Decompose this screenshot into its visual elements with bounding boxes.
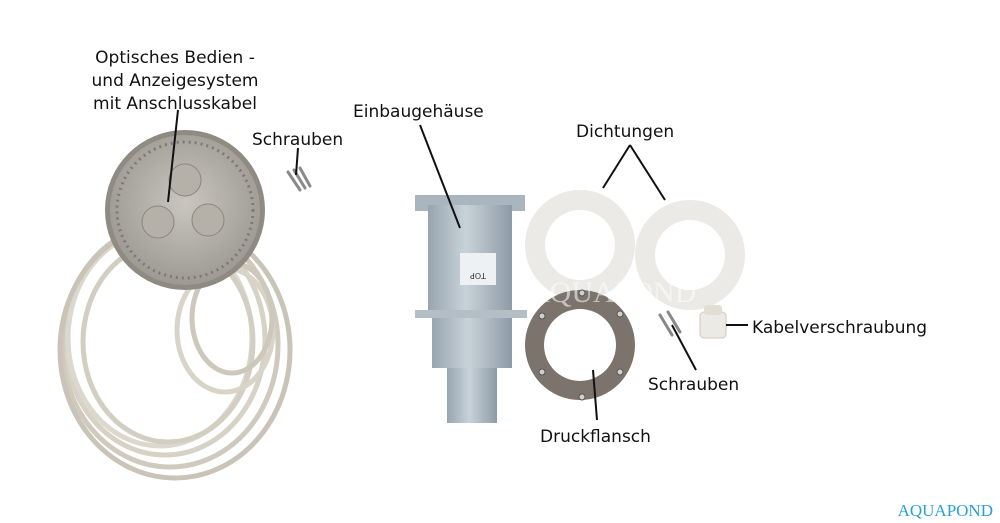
screws-right xyxy=(658,310,682,337)
aquapond-logo: AQUAPOND xyxy=(898,501,993,520)
screws-left xyxy=(286,166,312,192)
watermark: AQUAPOND xyxy=(528,276,696,309)
seals xyxy=(525,190,745,310)
label-screws-right: Schrauben xyxy=(648,375,739,395)
label-pressure-flange: Druckflansch xyxy=(540,427,651,447)
svg-text:Optisches Bedien -: Optisches Bedien - xyxy=(95,48,255,68)
label-seals: Dichtungen xyxy=(576,122,674,142)
installation-housing: TOP xyxy=(415,195,527,423)
top-sticker: TOP xyxy=(470,271,487,280)
svg-text:mit Anschlusskabel: mit Anschlusskabel xyxy=(93,94,257,114)
cable-gland xyxy=(699,305,727,339)
label-housing: Einbaugehäuse xyxy=(353,102,484,122)
label-screws-left: Schrauben xyxy=(252,130,343,150)
label-cable-gland: Kabelverschraubung xyxy=(752,318,927,338)
pressure-flange xyxy=(525,289,635,401)
leader-lines xyxy=(167,109,748,421)
svg-text:und Anzeigesystem: und Anzeigesystem xyxy=(92,71,259,91)
control-display-unit xyxy=(105,130,265,290)
label-control-system: Optisches Bedien - und Anzeigesystem mit… xyxy=(92,48,259,114)
